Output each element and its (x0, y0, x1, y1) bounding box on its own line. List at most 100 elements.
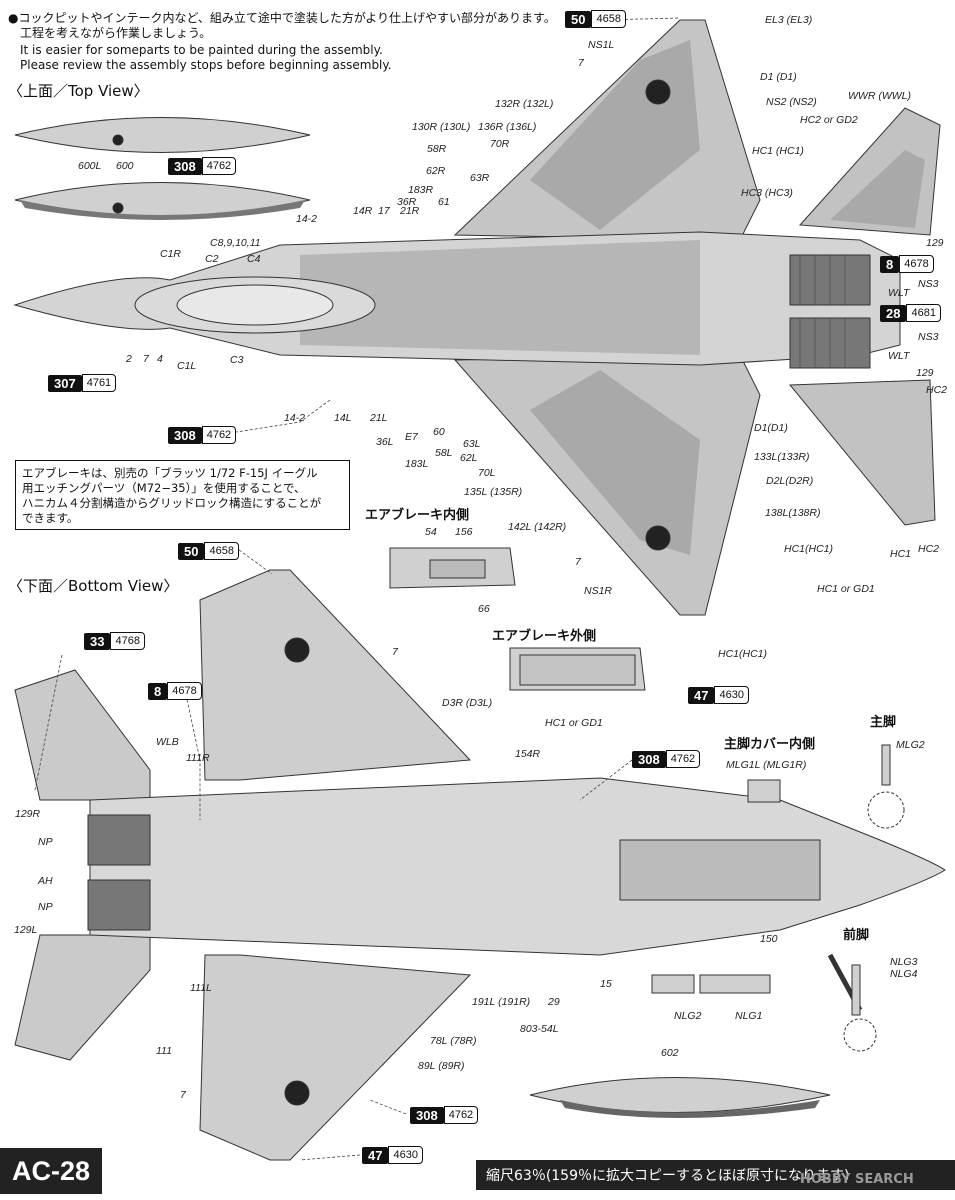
callout-label: 130R (130L) (412, 121, 471, 133)
callout-label: MLG1L (MLG1R) (726, 759, 807, 771)
callout-label: MLG2 (896, 739, 925, 751)
callout-label: NS1R (584, 585, 613, 597)
callout-label: 183L (405, 458, 429, 470)
callout-label: 54 (425, 526, 437, 538)
note-line: できます。 (22, 511, 79, 525)
callout-label: 600L (78, 160, 102, 172)
callout-label: 129L (14, 924, 38, 936)
callout-label: 111R (186, 752, 210, 764)
callout-label: D3R (D3L) (442, 697, 493, 709)
nose-gear-title: 前脚 (843, 928, 870, 943)
nose-gear-drawing (827, 953, 877, 1052)
callout-label: 66 (478, 603, 490, 615)
bottom-view-aircraft (14, 569, 946, 1161)
callout-label: 36R (397, 196, 417, 208)
callout-label: 70R (490, 138, 510, 150)
callout-label: 7 (575, 556, 581, 568)
callout-label: WLT (888, 350, 910, 362)
callout-label: 111 (156, 1045, 172, 1057)
callout-label: 62R (426, 165, 446, 177)
main-gear-title: 主脚 (870, 715, 897, 730)
callout-label: 183R (408, 184, 434, 196)
callout-label: 133L(133R) (754, 451, 810, 463)
callout-label: AH (38, 875, 53, 887)
callout-label: 36L (376, 436, 394, 448)
callout-label: 132R (132L) (495, 98, 554, 110)
callout-label: 154R (515, 748, 541, 760)
callout-label: 14R (353, 205, 373, 217)
callout-label: D1(D1) (754, 422, 788, 434)
callout-label: 7 (143, 353, 149, 365)
callout-label: NLG2 (674, 1010, 702, 1022)
centre-tank (529, 1077, 831, 1118)
note-en-1: It is easier for someparts to be painted… (20, 43, 383, 57)
top-view-aircraft (13, 19, 941, 616)
callout-label: 78L (78R) (430, 1035, 477, 1047)
callout-label: WLT (888, 287, 910, 299)
callout-label: 135L (135R) (464, 486, 523, 498)
callout-label: 58L (435, 447, 453, 459)
callout-label: 14-2 (284, 412, 306, 424)
callout-label: 7 (392, 646, 398, 658)
callout-label: HC3 (HC3) (741, 187, 793, 199)
callout-label: 17 (378, 205, 390, 217)
callout-label: HC2 (918, 543, 940, 555)
callout-label: NS3 (918, 331, 939, 343)
callout-label: 29 (548, 996, 560, 1008)
airbrake-inner-drawing (389, 547, 516, 589)
callout-label: 7 (578, 57, 584, 69)
note-line: ハニカム４分割構造からグリッドロック構造にすることが (22, 496, 322, 510)
callout-label: HC1(HC1) (718, 648, 768, 660)
airbrake-inner-title: エアブレーキ内側 (365, 508, 470, 523)
airbrake-outer-title: エアブレーキ外側 (492, 629, 597, 644)
callout-label: 129R (15, 808, 41, 820)
nlg-doors (651, 974, 771, 994)
callout-label: 111L (190, 982, 212, 994)
callout-label: HC1 (890, 548, 912, 560)
callout-label: NLG1 (735, 1010, 763, 1022)
callout-label: NS3 (918, 278, 939, 290)
main-gear-drawing (747, 744, 905, 829)
callout-label: 156 (455, 526, 473, 538)
callout-label: 21R (400, 205, 420, 217)
callout-label: HC2 (926, 384, 948, 396)
callout-label: HC2 or GD2 (800, 114, 858, 126)
airbrake-etching-note: エアブレーキは、別売の「ブラッツ 1/72 F-15J イーグル 用エッチングパ… (15, 460, 350, 530)
callout-label: 15 (600, 978, 612, 990)
callout-label: 14L (334, 412, 352, 424)
callout-label: HC1(HC1) (784, 543, 834, 555)
callout-label: 63L (463, 438, 481, 450)
callout-label: NLG4 (890, 968, 918, 980)
callout-label: 803-54L (520, 1023, 559, 1035)
callout-label: C1R (160, 248, 182, 260)
callout-label: NS1L (588, 39, 615, 51)
callout-label: C8,9,10,11 (210, 237, 261, 249)
callout-label: 142L (142R) (508, 521, 567, 533)
callout-label: HC1 or GD1 (545, 717, 603, 729)
callout-label: 60 (433, 426, 445, 438)
main-gear-cover-title: 主脚カバー内側 (724, 737, 816, 752)
callout-label: NP (38, 901, 53, 913)
callout-label: C3 (230, 354, 244, 366)
callout-label: 150 (760, 933, 778, 945)
note-jp-1: ●コックピットやインテーク内など、組み立て途中で塗装した方がより仕上げやすい部分… (8, 11, 556, 25)
bottom-view-heading: 〈下面／Bottom View〉 (8, 577, 179, 595)
callout-label: 129 (916, 367, 934, 379)
callout-label: HC1 or GD1 (817, 583, 875, 595)
callout-label: NLG3 (890, 956, 918, 968)
scale-note: 縮尺63％(159％に拡大コピーするとほぼ原寸になります) (476, 1160, 955, 1190)
callout-label: 58R (427, 143, 447, 155)
callout-label: C1L (177, 360, 197, 372)
callout-label: 191L (191R) (472, 996, 531, 1008)
